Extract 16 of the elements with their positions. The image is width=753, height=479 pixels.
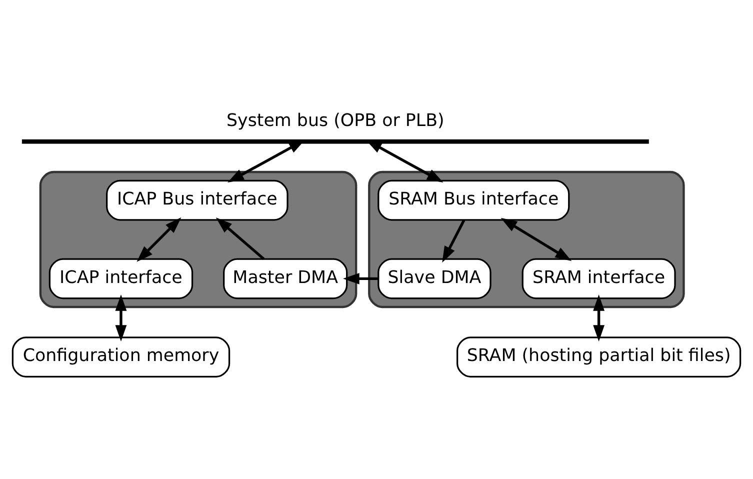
arrow: [115, 294, 127, 342]
node-box: SRAM Bus interface: [378, 180, 570, 221]
arrow: [442, 220, 466, 263]
arrow: [593, 294, 605, 342]
node-box: ICAP interface: [48, 258, 194, 300]
node-box: ICAP Bus interface: [106, 180, 288, 221]
node-box: Slave DMA: [378, 258, 492, 300]
node-box: SRAM (hosting partial bit files): [456, 336, 742, 378]
node-text: System bus (OPB or PLB): [226, 111, 444, 132]
arrow: [500, 218, 572, 262]
node-box: Master DMA: [223, 258, 348, 300]
arrow: [342, 272, 378, 284]
arrow: [136, 217, 182, 262]
node-box: SRAM interface: [522, 258, 676, 300]
arrow: [216, 218, 265, 260]
node-box: Configuration memory: [12, 336, 230, 378]
